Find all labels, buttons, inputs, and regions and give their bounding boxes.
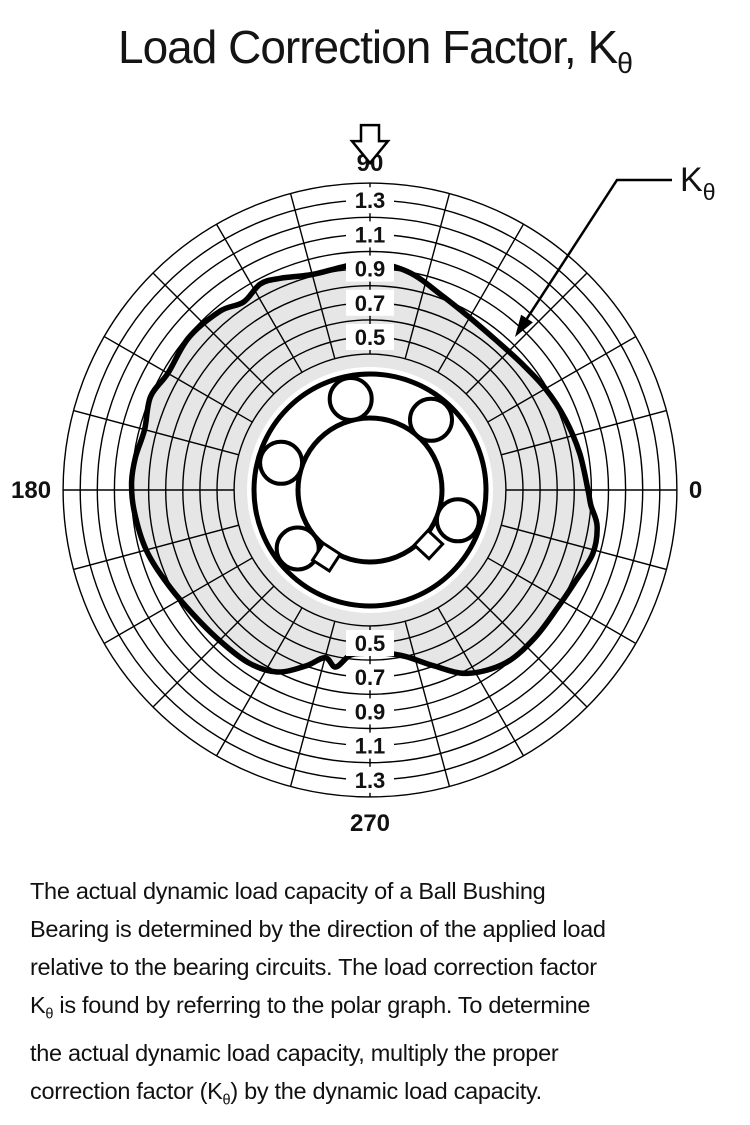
polar-chart: 0.50.50.70.70.90.91.11.11.31.3018090270K… — [11, 123, 715, 837]
angle-label-270: 270 — [350, 810, 390, 837]
radial-tick-label: 0.7 — [355, 665, 386, 690]
bearing-ball-icon — [327, 376, 374, 422]
down-arrow-icon — [349, 123, 391, 166]
bearing-ball-icon — [274, 525, 321, 572]
page-title: Load Correction Factor, Kθ — [0, 20, 750, 81]
bearing-notch-icon — [412, 528, 445, 561]
radial-tick-labels: 0.5 0.5 0.7 0.7 0.9 0.9 1.1 1.1 1.3 1.3 — [346, 187, 394, 793]
page-title-subscript: θ — [617, 48, 633, 81]
angle-label-0: 0 — [689, 477, 702, 504]
radial-tick-label: 0.5 — [355, 631, 386, 656]
radial-tick-label: 0.5 — [355, 325, 386, 350]
radial-tick-label: 1.3 — [355, 768, 386, 793]
angle-labels: 018090270 — [11, 150, 702, 837]
bearing-ball-icon — [258, 439, 305, 486]
bearing-notch-icon — [310, 541, 343, 574]
radial-tick-label: 0.9 — [355, 699, 386, 724]
radial-tick-label: 0.7 — [355, 291, 386, 316]
description-line: Bearing is determined by the direction o… — [30, 916, 606, 942]
radial-tick-label: 0.9 — [355, 257, 386, 282]
page-title-text: Load Correction Factor, K — [117, 21, 618, 73]
description-line: The actual dynamic load capacity of a Ba… — [30, 878, 546, 904]
description-line: the actual dynamic load capacity, multip… — [30, 1039, 559, 1066]
k-theta-leader-line — [524, 178, 672, 321]
k-theta-curve — [128, 258, 600, 677]
description-line: Kθ is found by referring to the polar gr… — [30, 992, 591, 1023]
bearing-graphic — [247, 367, 493, 613]
description-line: relative to the bearing circuits. The lo… — [30, 954, 597, 980]
angle-label-180: 180 — [11, 477, 51, 504]
radial-tick-label: 1.1 — [355, 222, 386, 247]
description-line: correction factor (Kθ) by the dynamic lo… — [30, 1077, 542, 1109]
bearing-ball-icon — [408, 396, 454, 443]
k-theta-curve-label: Kθ — [680, 161, 715, 205]
bearing-ball-icon — [434, 497, 481, 544]
k-theta-arrowhead-icon — [515, 314, 533, 337]
radial-tick-label: 1.1 — [355, 734, 386, 759]
radial-tick-label: 1.3 — [355, 188, 386, 213]
description: The actual dynamic load capacity of a Ba… — [30, 872, 735, 1119]
